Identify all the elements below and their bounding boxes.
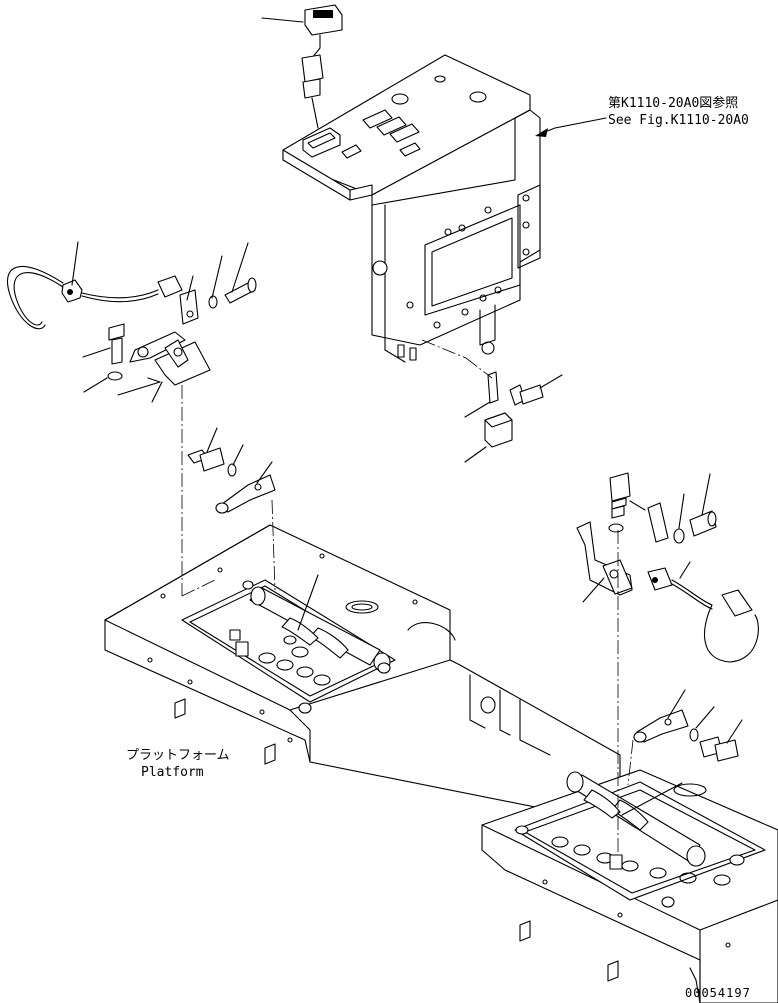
right-bolt-set xyxy=(633,709,739,762)
platform-label-en: Platform xyxy=(141,765,204,780)
left-sensor-assembly xyxy=(6,266,257,396)
rocker-switch xyxy=(301,4,343,129)
right-sensor-assembly xyxy=(576,472,759,663)
left-bolt-set xyxy=(187,447,276,514)
platform-label-jp: プラットフォーム xyxy=(126,748,230,763)
reference-label-jp: 第K1110-20A0図参照 xyxy=(608,96,739,111)
relay xyxy=(484,371,544,448)
left-platform xyxy=(104,524,621,821)
right-platform xyxy=(481,769,778,1003)
console-box xyxy=(282,54,541,363)
leader-lines xyxy=(71,17,743,816)
alignment-lines xyxy=(181,339,634,855)
drawing-number: 00054197 xyxy=(685,986,751,1000)
reference-label-en: See Fig.K1110-20A0 xyxy=(608,113,749,128)
